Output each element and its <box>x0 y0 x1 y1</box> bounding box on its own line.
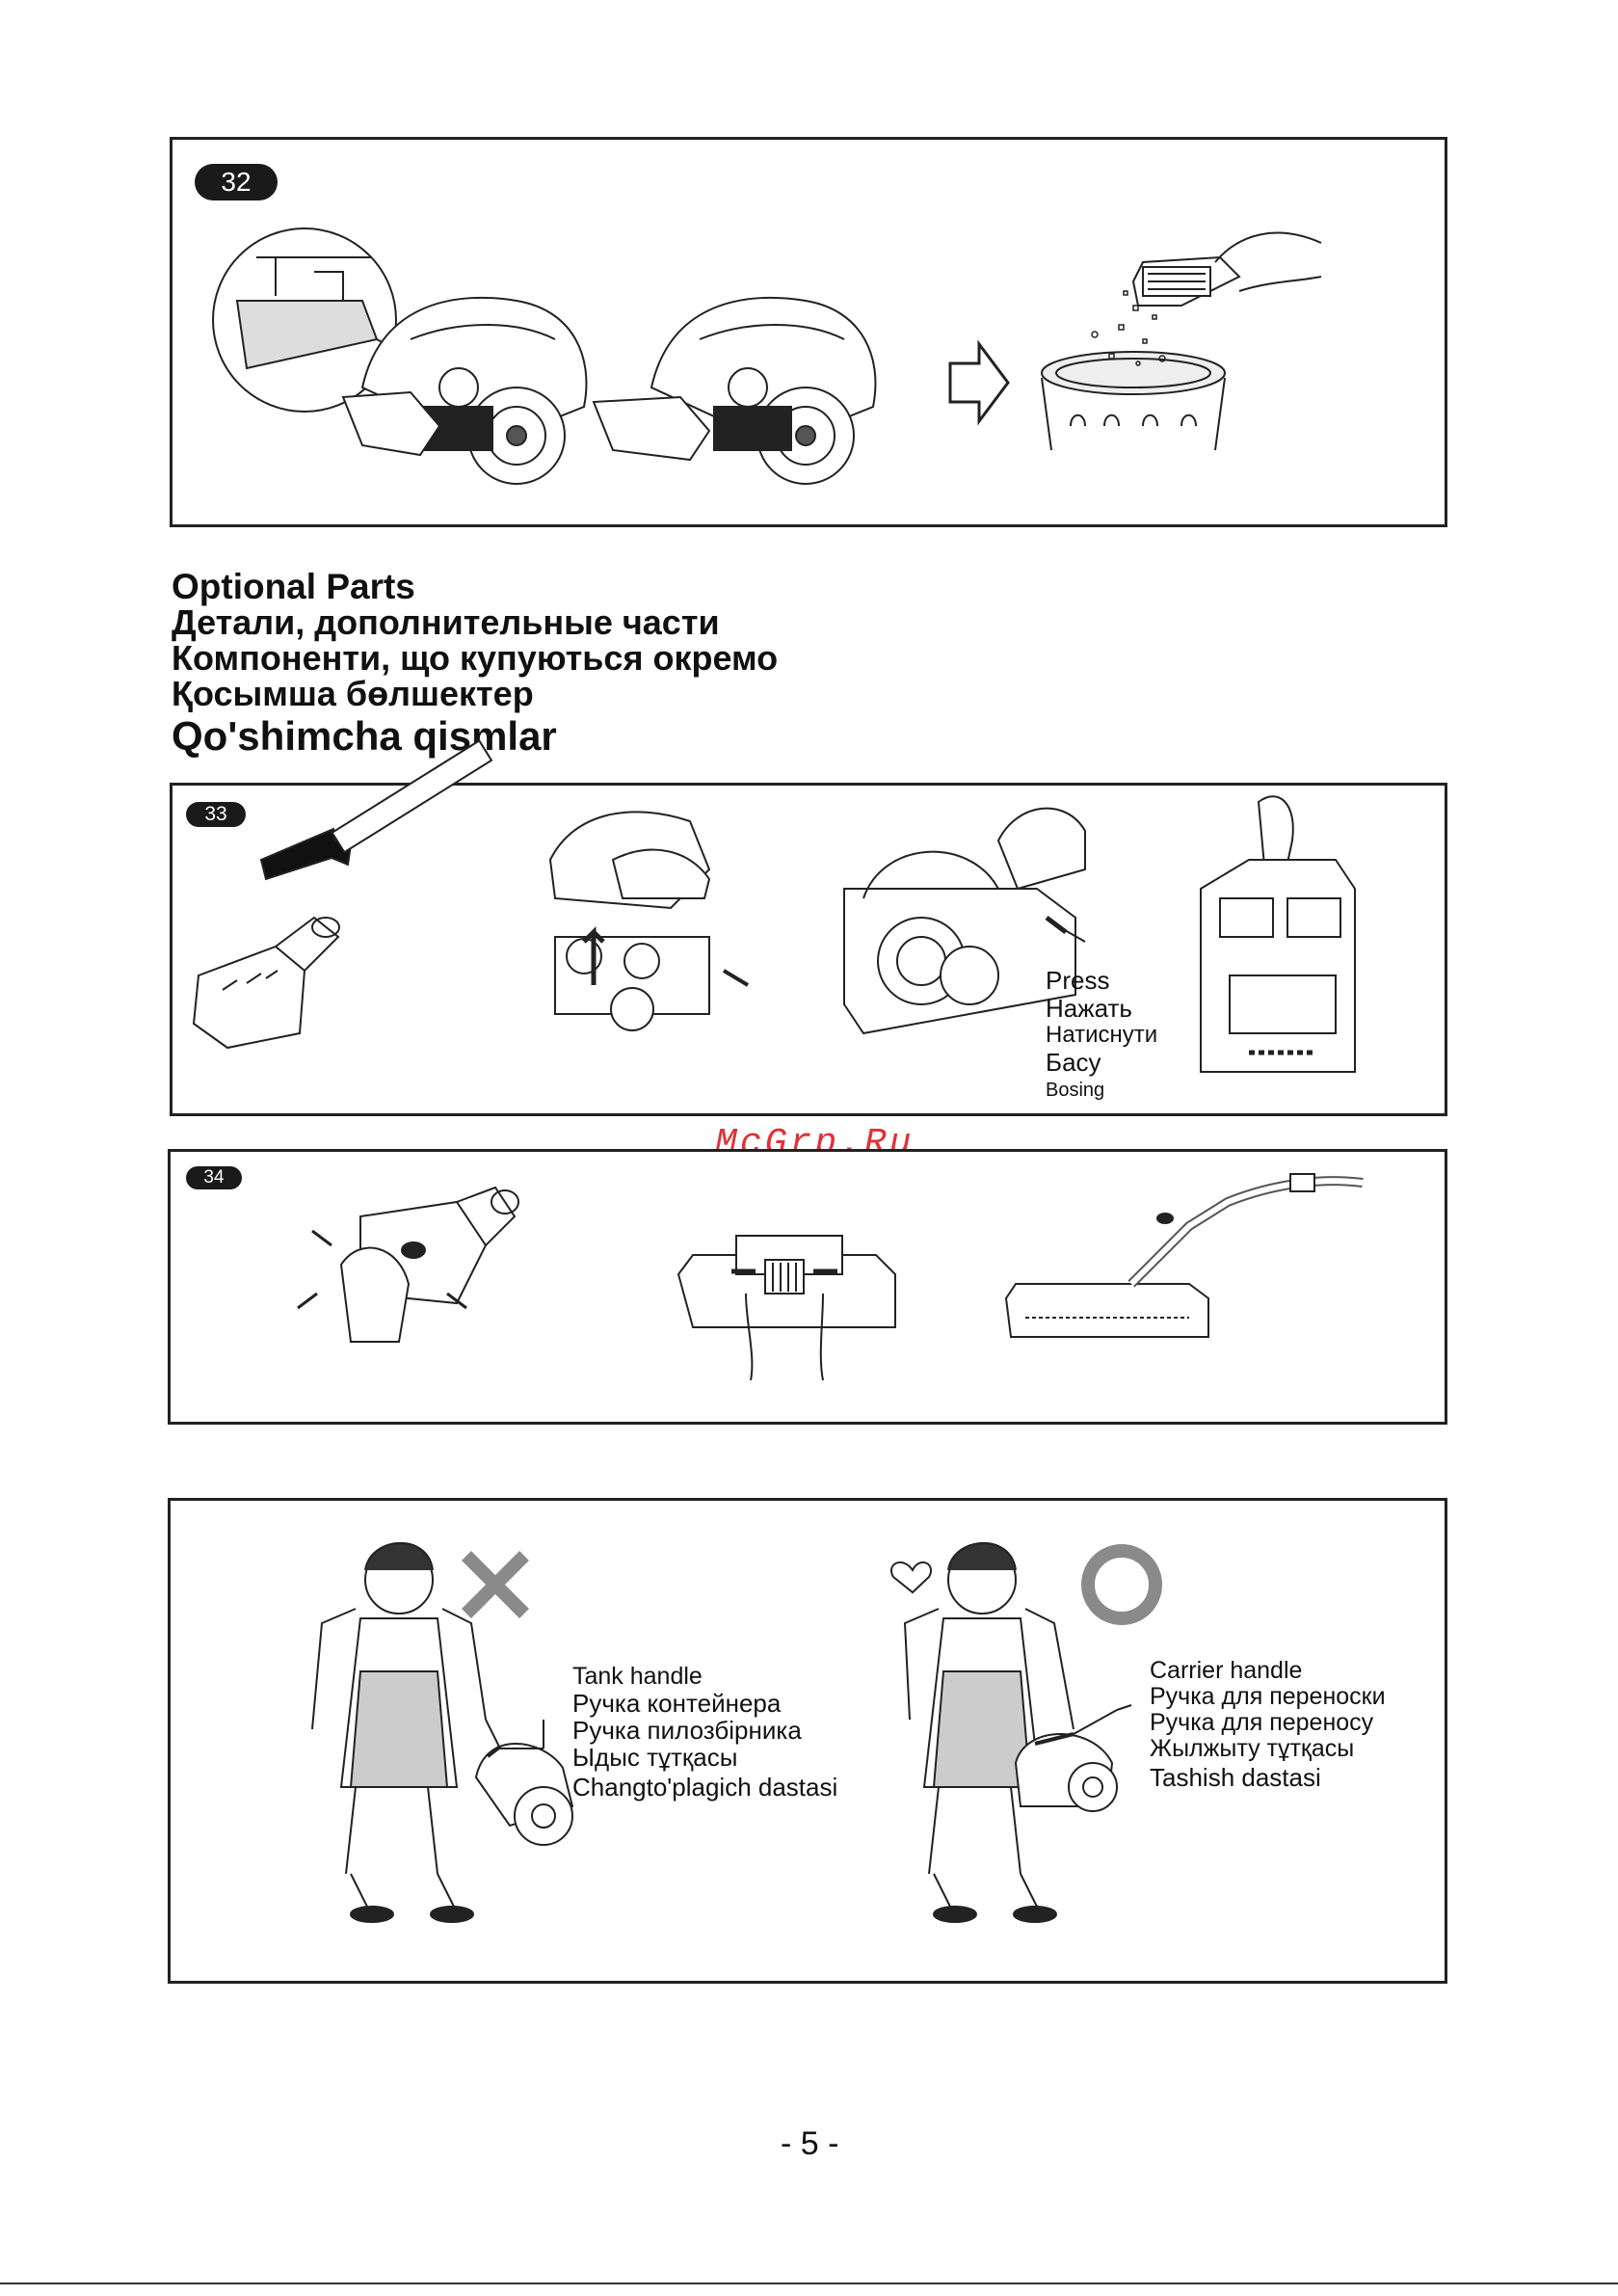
press-label-uk: Натиснути <box>1046 1022 1158 1048</box>
press-label-en: Press <box>1046 966 1110 995</box>
step-33-illustration <box>192 739 1356 1073</box>
page-number: - 5 - <box>781 2125 839 2162</box>
bottom-rule <box>0 2283 1618 2284</box>
carrier-handle-label-kk: Жылжыту тұтқасы <box>1150 1735 1355 1762</box>
press-label-uz: Bosing <box>1046 1080 1105 1101</box>
heading-optional-parts-uk: Компоненти, що купуються окремо <box>172 638 779 678</box>
step-32-illustration <box>212 227 1322 485</box>
carrier-handle-label-uz: Tashish dastasi <box>1150 1763 1321 1792</box>
step-32-badge: 32 <box>195 164 278 200</box>
tank-handle-label-ru: Ручка контейнера <box>572 1689 782 1718</box>
tank-handle-label-kk: Ыдыс тұтқасы <box>572 1743 738 1772</box>
step-34-badge: 34 <box>186 1166 242 1189</box>
carrier-handle-label-uk: Ручка для переносу <box>1150 1709 1374 1736</box>
tank-handle-label-uk: Ручка пилозбірника <box>572 1716 802 1745</box>
carrier-handle-label-ru: Ручка для переноски <box>1150 1683 1386 1710</box>
heading-optional-parts-kk: Қосымша бөлшектер <box>172 674 534 713</box>
heading-optional-parts-en: Optional Parts <box>172 567 415 606</box>
carrier-handle-label-en: Carrier handle <box>1150 1657 1303 1684</box>
press-label-ru: Нажать <box>1046 994 1132 1023</box>
heading-optional-parts-uz: Qo'shimcha qismlar <box>172 713 557 759</box>
step-34-illustration <box>297 1173 1364 1381</box>
press-label-kk: Басу <box>1046 1048 1101 1077</box>
tank-handle-label-en: Tank handle <box>572 1663 703 1690</box>
handle-usage-illustration <box>311 1541 1162 1923</box>
step-33-badge: 33 <box>186 802 246 827</box>
heading-optional-parts-ru: Детали, дополнительные части <box>172 602 720 642</box>
tank-handle-label-uz: Changto'plagich dastasi <box>572 1773 838 1802</box>
